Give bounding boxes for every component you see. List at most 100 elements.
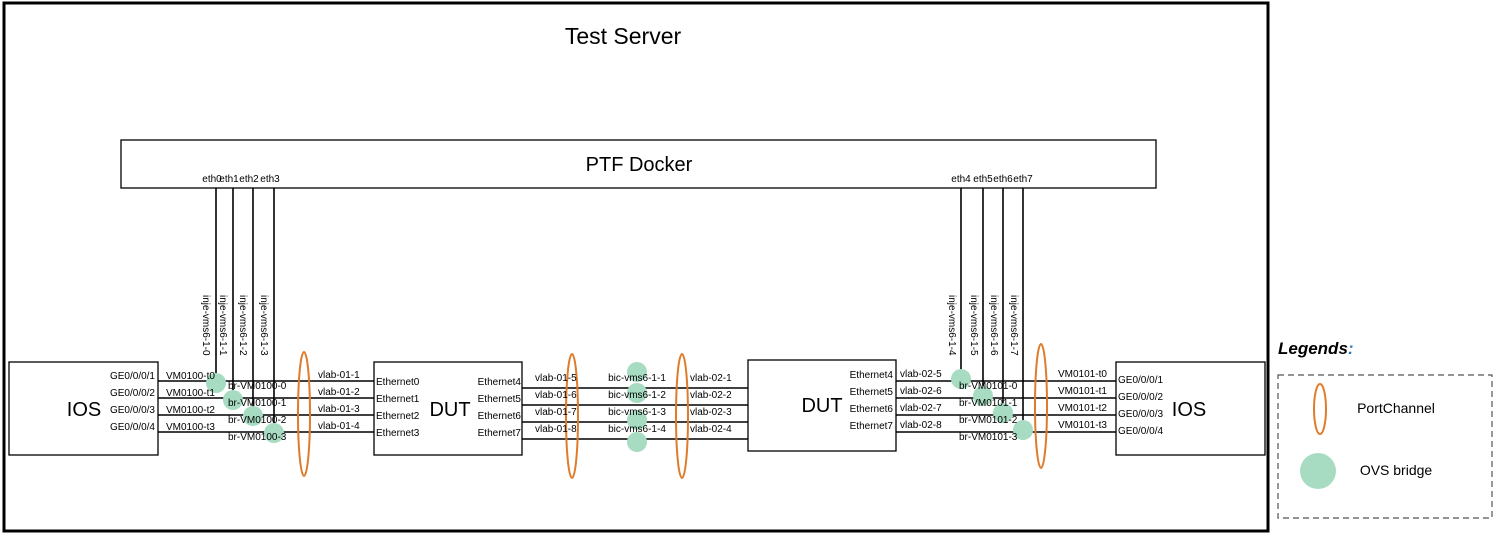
dut-right-box xyxy=(747,359,897,452)
ovs-bridge-dot xyxy=(993,403,1013,423)
ptf-eth-label: eth3 xyxy=(260,174,280,185)
dut-left-port: Ethernet3 xyxy=(376,428,420,439)
vlan-right-out: vlab-02-5 xyxy=(900,369,942,380)
ovs-bridge-dot xyxy=(627,410,647,430)
middle-bridge-label: bic-vms6-1-3 xyxy=(608,407,666,418)
dut-right-port: Ethernet5 xyxy=(850,387,894,398)
tap-right: VM0101-t1 xyxy=(1058,386,1107,397)
inject-label-right: inje-vms6-1-7 xyxy=(1008,295,1019,356)
inject-label-right: inje-vms6-1-6 xyxy=(988,295,999,356)
dut-left-label: DUT xyxy=(429,399,470,421)
vlan-left-out: vlab-01-7 xyxy=(535,407,577,418)
ptf-docker-box xyxy=(120,139,1157,189)
bridge-left-label: br-VM0100-1 xyxy=(228,398,287,409)
dut-left-right-port: Ethernet6 xyxy=(478,411,522,422)
legend-title: Legends: xyxy=(1278,339,1354,358)
vlan-left-in: vlab-01-2 xyxy=(318,387,360,398)
portchannel-ellipse xyxy=(565,353,579,479)
vlan-right-out: vlab-02-6 xyxy=(900,386,942,397)
bridge-right-label: br-VM0101-0 xyxy=(959,381,1018,392)
dut-left-port: Ethernet2 xyxy=(376,411,420,422)
vlan-left-out: vlab-01-6 xyxy=(535,390,577,401)
ovs-bridge-dot xyxy=(627,383,647,403)
test-server-title: Test Server xyxy=(565,23,682,49)
legend-box xyxy=(1277,374,1493,519)
ios-right-label: IOS xyxy=(1172,399,1206,421)
ios-right-port: GE0/0/0/2 xyxy=(1118,392,1163,403)
bridge-left-label: br-VM0100-2 xyxy=(228,415,287,426)
legend-portchannel-label: PortChannel xyxy=(1357,400,1435,416)
vlan-right-out: vlab-02-8 xyxy=(900,420,942,431)
ios-left-port: GE0/0/0/4 xyxy=(110,422,155,433)
tap-left: VM0100-t1 xyxy=(166,388,215,399)
ptf-eth-label: eth0 xyxy=(202,174,222,185)
ios-right-port: GE0/0/0/3 xyxy=(1118,409,1163,420)
vlan-right-in: vlab-02-1 xyxy=(690,373,732,384)
bridge-left-label: br-VM0100-3 xyxy=(228,432,287,443)
ovs-bridge-dot xyxy=(1013,420,1033,440)
legend-bridge-symbol xyxy=(1300,453,1336,489)
vlan-right-in: vlab-02-4 xyxy=(690,424,732,435)
dut-right-port: Ethernet6 xyxy=(850,404,894,415)
port-labels: eth0 inje-vms6-1-0 eth1 inje-vms6-1-1 eth2 in… xyxy=(110,174,1163,443)
dut-left-box xyxy=(373,361,523,456)
ios-left-port: GE0/0/0/1 xyxy=(110,371,155,382)
ptf-docker-title: PTF Docker xyxy=(586,154,693,176)
middle-bridge-label: bic-vms6-1-4 xyxy=(608,424,666,435)
tap-right: VM0101-t2 xyxy=(1058,403,1107,414)
ptf-eth-label: eth4 xyxy=(951,174,971,185)
middle-bridge-label: bic-vms6-1-2 xyxy=(608,390,666,401)
ovs-bridge-dot xyxy=(627,432,647,452)
ovs-bridge-dot xyxy=(951,369,971,389)
ovs-bridge-dot xyxy=(206,373,226,393)
ptf-eth-label: eth5 xyxy=(973,174,993,185)
tap-right: VM0101-t0 xyxy=(1058,369,1107,380)
dut-right-port: Ethernet7 xyxy=(850,421,894,432)
inject-label-left: inje-vms6-1-2 xyxy=(237,295,248,356)
tap-left: VM0100-t0 xyxy=(166,371,215,382)
inject-label-right: inje-vms6-1-5 xyxy=(968,295,979,356)
ios-left-box xyxy=(8,361,159,456)
ovs-bridge-dot xyxy=(627,362,647,382)
middle-bridge-label: bic-vms6-1-1 xyxy=(608,373,666,384)
ovs-bridge-dot xyxy=(264,423,284,443)
vlan-left-in: vlab-01-4 xyxy=(318,421,360,432)
tap-left: VM0100-t3 xyxy=(166,422,215,433)
dut-left-right-port: Ethernet4 xyxy=(478,377,522,388)
tap-left: VM0100-t2 xyxy=(166,405,215,416)
portchannel-ellipse xyxy=(675,353,689,479)
ptf-eth-label: eth7 xyxy=(1013,174,1033,185)
ovs-bridge-dot xyxy=(223,390,243,410)
ios-left-label: IOS xyxy=(67,399,101,421)
legend-bridge-label: OVS bridge xyxy=(1360,462,1433,478)
ptf-eth-label: eth2 xyxy=(239,174,259,185)
bridge-right-label: br-VM0101-3 xyxy=(959,432,1018,443)
inject-label-left: inje-vms6-1-1 xyxy=(217,295,228,356)
dut-left-right-port: Ethernet5 xyxy=(478,394,522,405)
wires xyxy=(158,188,1116,440)
ptf-eth-label: eth6 xyxy=(993,174,1013,185)
ios-right-port: GE0/0/0/4 xyxy=(1118,426,1163,437)
vlan-right-in: vlab-02-3 xyxy=(690,407,732,418)
bridge-right-label: br-VM0101-1 xyxy=(959,398,1018,409)
ios-left-port: GE0/0/0/3 xyxy=(110,405,155,416)
vlan-left-out: vlab-01-5 xyxy=(535,373,577,384)
portchannel-ellipse xyxy=(1034,343,1048,469)
ios-left-port: GE0/0/0/2 xyxy=(110,388,155,399)
legend-portchannel-symbol xyxy=(1313,383,1327,435)
inject-label-left: inje-vms6-1-0 xyxy=(200,295,211,356)
inject-label-right: inje-vms6-1-4 xyxy=(946,295,957,356)
dut-left-port: Ethernet0 xyxy=(376,377,420,388)
ios-right-port: GE0/0/0/1 xyxy=(1118,375,1163,386)
bridge-right-label: br-VM0101-2 xyxy=(959,415,1018,426)
vlan-left-out: vlab-01-8 xyxy=(535,424,577,435)
vlan-right-out: vlab-02-7 xyxy=(900,403,942,414)
dut-left-right-port: Ethernet7 xyxy=(478,428,522,439)
vlan-right-in: vlab-02-2 xyxy=(690,390,732,401)
ios-right-box xyxy=(1115,361,1266,456)
ovs-bridge-dot xyxy=(243,406,263,426)
ptf-eth-label: eth1 xyxy=(219,174,239,185)
inject-label-left: inje-vms6-1-3 xyxy=(258,295,269,356)
vlan-left-in: vlab-01-3 xyxy=(318,404,360,415)
